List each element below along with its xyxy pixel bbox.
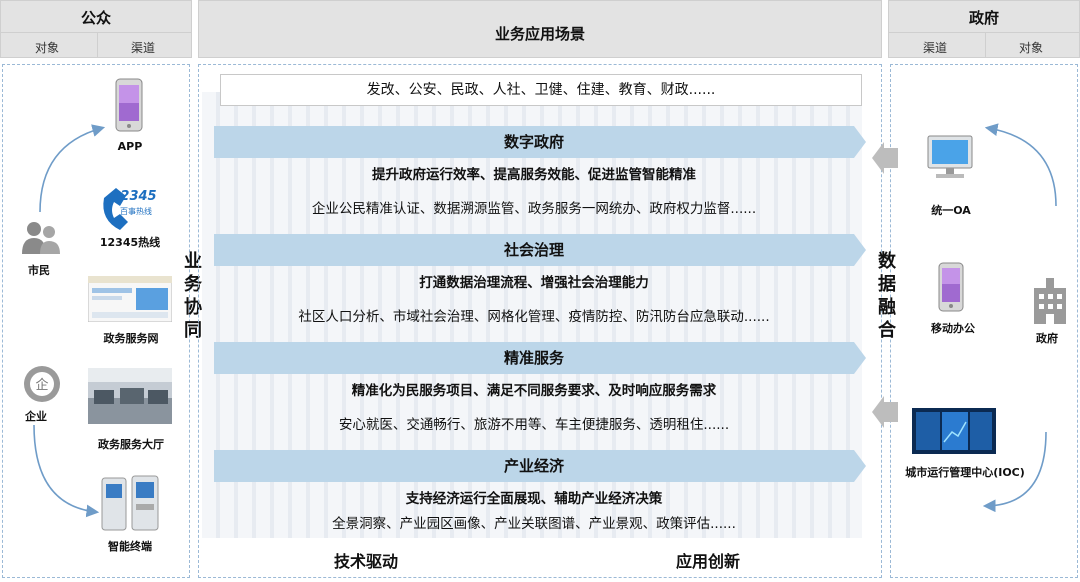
government-label: 政府 bbox=[1036, 332, 1058, 345]
right-flow-arrows bbox=[982, 123, 1057, 513]
smart-terminal-label: 智能终端 bbox=[108, 540, 152, 553]
public-col-object: 对象 bbox=[35, 41, 60, 55]
band-title: 数字政府 bbox=[503, 133, 564, 151]
gov-title: 政府 bbox=[968, 9, 999, 27]
unified-oa-monitor-icon bbox=[927, 135, 973, 178]
merge-arrows bbox=[872, 142, 898, 428]
band-goal: 提升政府运行效率、提高服务效能、促进监管智能精准 bbox=[372, 167, 696, 183]
gov-col-channel: 渠道 bbox=[923, 41, 948, 55]
public-col-channel: 渠道 bbox=[131, 41, 156, 55]
ioc-screen-icon bbox=[912, 408, 996, 454]
center-title: 业务应用场景 bbox=[494, 25, 585, 43]
gov-website-icon bbox=[88, 276, 172, 322]
public-header: 公众 对象 渠道 bbox=[0, 0, 192, 58]
band-precise-service: 精准服务 bbox=[214, 342, 866, 374]
footer-app-innovation: 应用创新 bbox=[676, 552, 741, 571]
app-label: APP bbox=[117, 140, 143, 153]
band-scenarios: 社区人口分析、市域社会治理、网格化管理、疫情防控、防汛防台应急联动...... bbox=[298, 309, 770, 325]
hotline-logo-icon: 12345 百事热线 bbox=[103, 188, 157, 230]
enterprise-label: 企业 bbox=[25, 410, 47, 423]
smart-terminal-icon bbox=[101, 475, 159, 531]
public-panel bbox=[2, 64, 190, 578]
band-title: 精准服务 bbox=[503, 349, 564, 367]
sectors-box: 发改、公安、民政、人社、卫健、住建、教育、财政...... bbox=[220, 74, 862, 106]
band-arrows bbox=[214, 126, 866, 482]
band-industrial-economy: 产业经济 bbox=[214, 450, 866, 482]
band-title: 社会治理 bbox=[503, 241, 564, 259]
government-building-icon bbox=[1034, 278, 1066, 324]
hotline-logo-number: 12345 bbox=[111, 189, 156, 204]
citizen-icon bbox=[22, 222, 60, 254]
service-hall-image bbox=[88, 368, 172, 424]
band-title: 产业经济 bbox=[503, 457, 564, 475]
center-header: 业务应用场景 bbox=[198, 0, 882, 58]
hotline-label: 12345热线 bbox=[99, 236, 161, 249]
gov-panel bbox=[890, 64, 1078, 578]
band-scenarios: 安心就医、交通畅行、旅游不用等、车主便捷服务、透明租住...... bbox=[338, 417, 730, 433]
app-phone-icon bbox=[115, 78, 143, 132]
center-panel bbox=[198, 64, 882, 578]
service-hall-label: 政务服务大厅 bbox=[98, 438, 164, 451]
band-goal: 精准化为民服务项目、满足不同服务要求、及时响应服务需求 bbox=[351, 383, 717, 399]
mobile-office-phone-icon bbox=[938, 262, 964, 312]
footer-tech-driven: 技术驱动 bbox=[334, 552, 399, 571]
business-collaboration-label: 业务协同 bbox=[184, 251, 202, 341]
hotline-logo-text: 百事热线 bbox=[120, 206, 152, 216]
gov-header: 政府 渠道 对象 bbox=[888, 0, 1080, 58]
band-scenarios: 企业公民精准认证、数据溯源监管、政务服务一网统办、政府权力监督...... bbox=[311, 201, 757, 217]
band-digital-gov: 数字政府 bbox=[214, 126, 866, 158]
left-flow-arrows bbox=[33, 124, 106, 518]
enterprise-icon: 企 bbox=[24, 366, 60, 402]
band-scenarios: 全景洞察、产业园区画像、产业关联图谱、产业景观、政策评估...... bbox=[332, 516, 736, 532]
enterprise-badge-text: 企 bbox=[35, 377, 48, 393]
website-label: 政务服务网 bbox=[103, 332, 159, 345]
mobile-office-label: 移动办公 bbox=[931, 322, 975, 335]
band-goal: 打通数据治理流程、增强社会治理能力 bbox=[419, 275, 649, 291]
ioc-label: 城市运行管理中心(IOC) bbox=[905, 466, 1025, 479]
unified-oa-label: 统一OA bbox=[931, 204, 971, 217]
citizen-label: 市民 bbox=[28, 264, 50, 277]
band-social-governance: 社会治理 bbox=[214, 234, 866, 266]
data-fusion-label: 数据融合 bbox=[878, 251, 896, 341]
public-title: 公众 bbox=[80, 9, 111, 27]
gov-col-object: 对象 bbox=[1019, 41, 1044, 55]
band-goal: 支持经济运行全面展现、辅助产业经济决策 bbox=[405, 491, 663, 507]
